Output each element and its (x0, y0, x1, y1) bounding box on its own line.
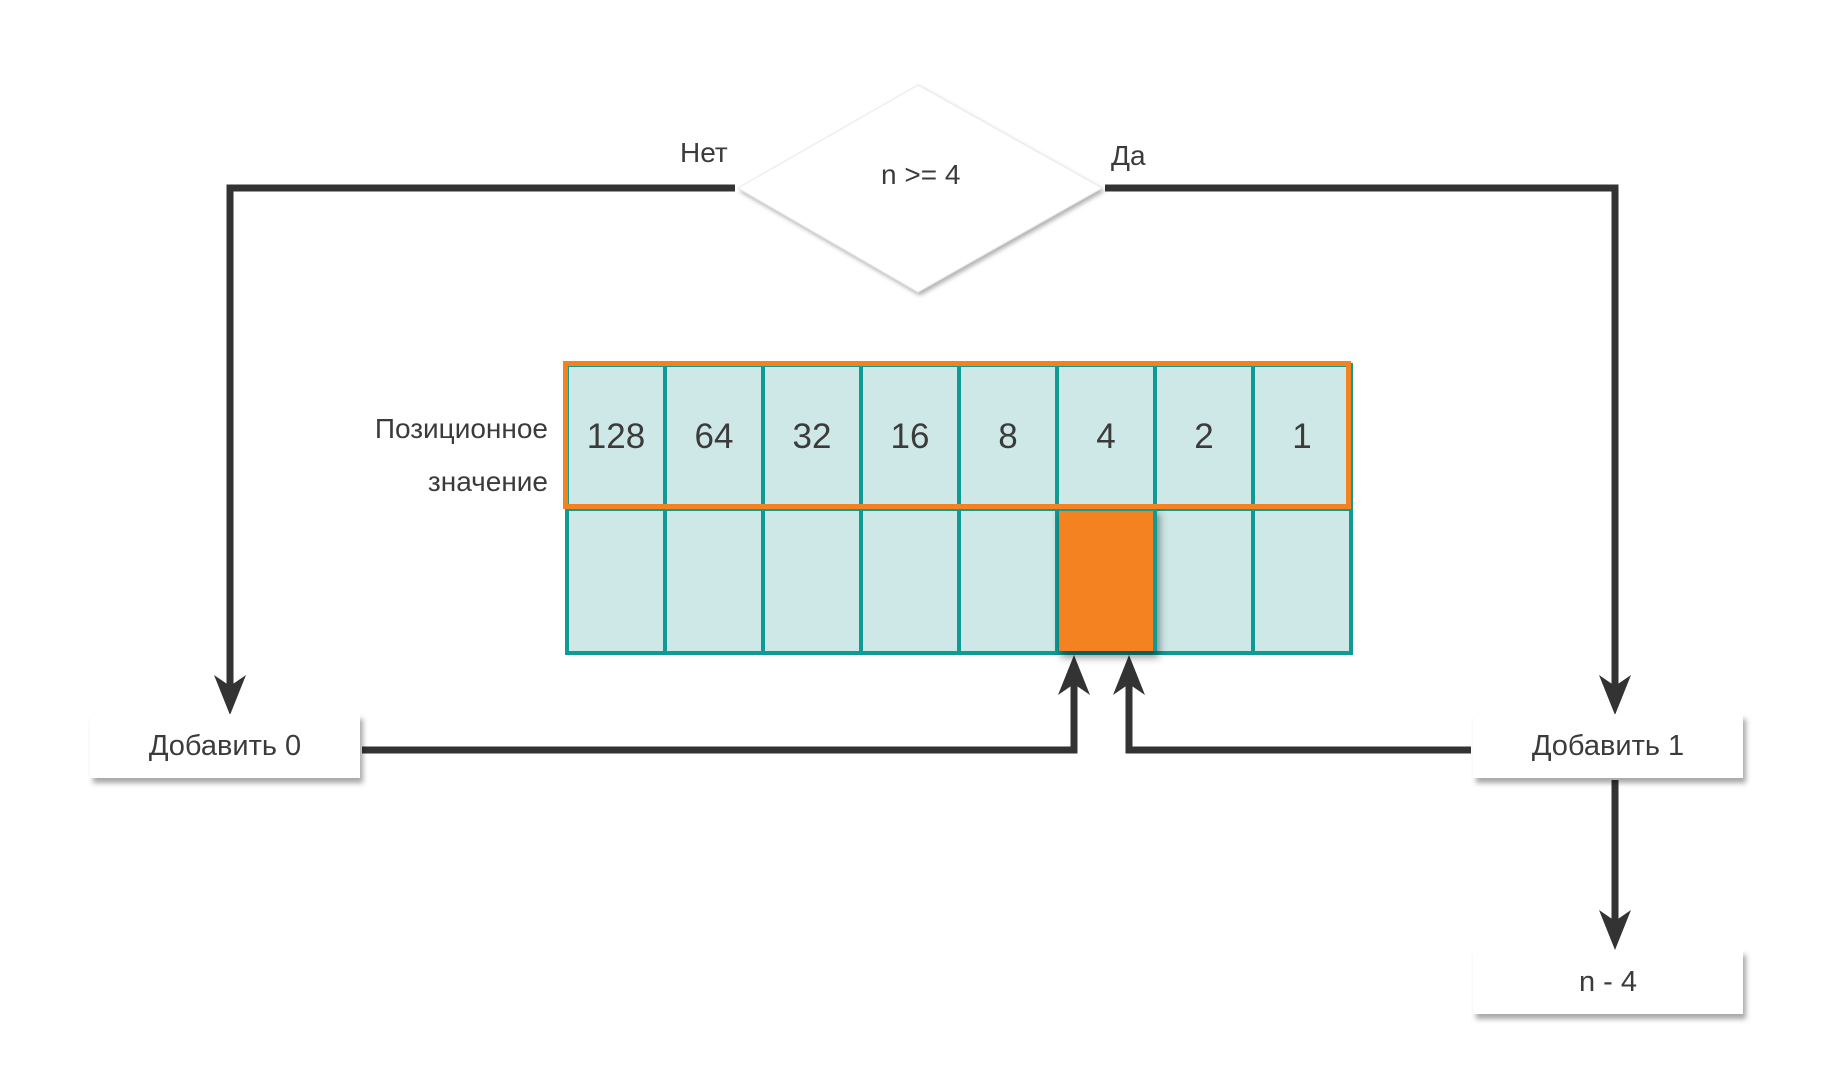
bit-cell (961, 507, 1059, 651)
yes-label: Да (1111, 140, 1146, 171)
bit-cell (765, 507, 863, 651)
add-zero-box: Добавить 0 (90, 714, 360, 778)
decision-condition: n >= 4 (881, 159, 961, 190)
decision-diamond (736, 84, 1104, 293)
bit-cell (667, 507, 765, 651)
no-branch-line (226, 184, 735, 692)
bit-cell (1157, 507, 1255, 651)
place-value-cell: 8 (961, 363, 1059, 507)
subtract-arrowhead (1599, 910, 1631, 950)
bit-cell (1255, 507, 1353, 651)
place-value-cell: 1 (1255, 363, 1353, 507)
subtract-box: n - 4 (1473, 950, 1743, 1014)
no-branch-arrowhead (214, 675, 246, 715)
position-value-label: Позиционное значение (288, 402, 548, 508)
place-value-cell: 4 (1059, 363, 1157, 507)
bit-cell (569, 507, 667, 651)
place-value-cell: 32 (765, 363, 863, 507)
add-one-to-cell-line (1125, 680, 1471, 754)
yes-branch-arrowhead (1599, 675, 1631, 715)
no-label: Нет (680, 137, 728, 168)
binary-place-table: 128 64 32 16 8 4 2 1 (565, 363, 1353, 655)
bit-cell (863, 507, 961, 651)
position-value-label-line2: значение (427, 466, 548, 497)
place-value-cell: 2 (1157, 363, 1255, 507)
add-zero-arrowhead (1058, 655, 1090, 695)
add-one-box: Добавить 1 (1473, 714, 1743, 778)
add-zero-to-cell-line (362, 680, 1078, 754)
place-value-cell: 16 (863, 363, 961, 507)
yes-branch-line (1105, 184, 1619, 692)
add-one-arrowhead (1113, 655, 1145, 695)
place-value-cell: 128 (569, 363, 667, 507)
place-value-cell: 64 (667, 363, 765, 507)
highlighted-bit-cell (1059, 507, 1157, 651)
position-value-label-line1: Позиционное (374, 413, 548, 444)
